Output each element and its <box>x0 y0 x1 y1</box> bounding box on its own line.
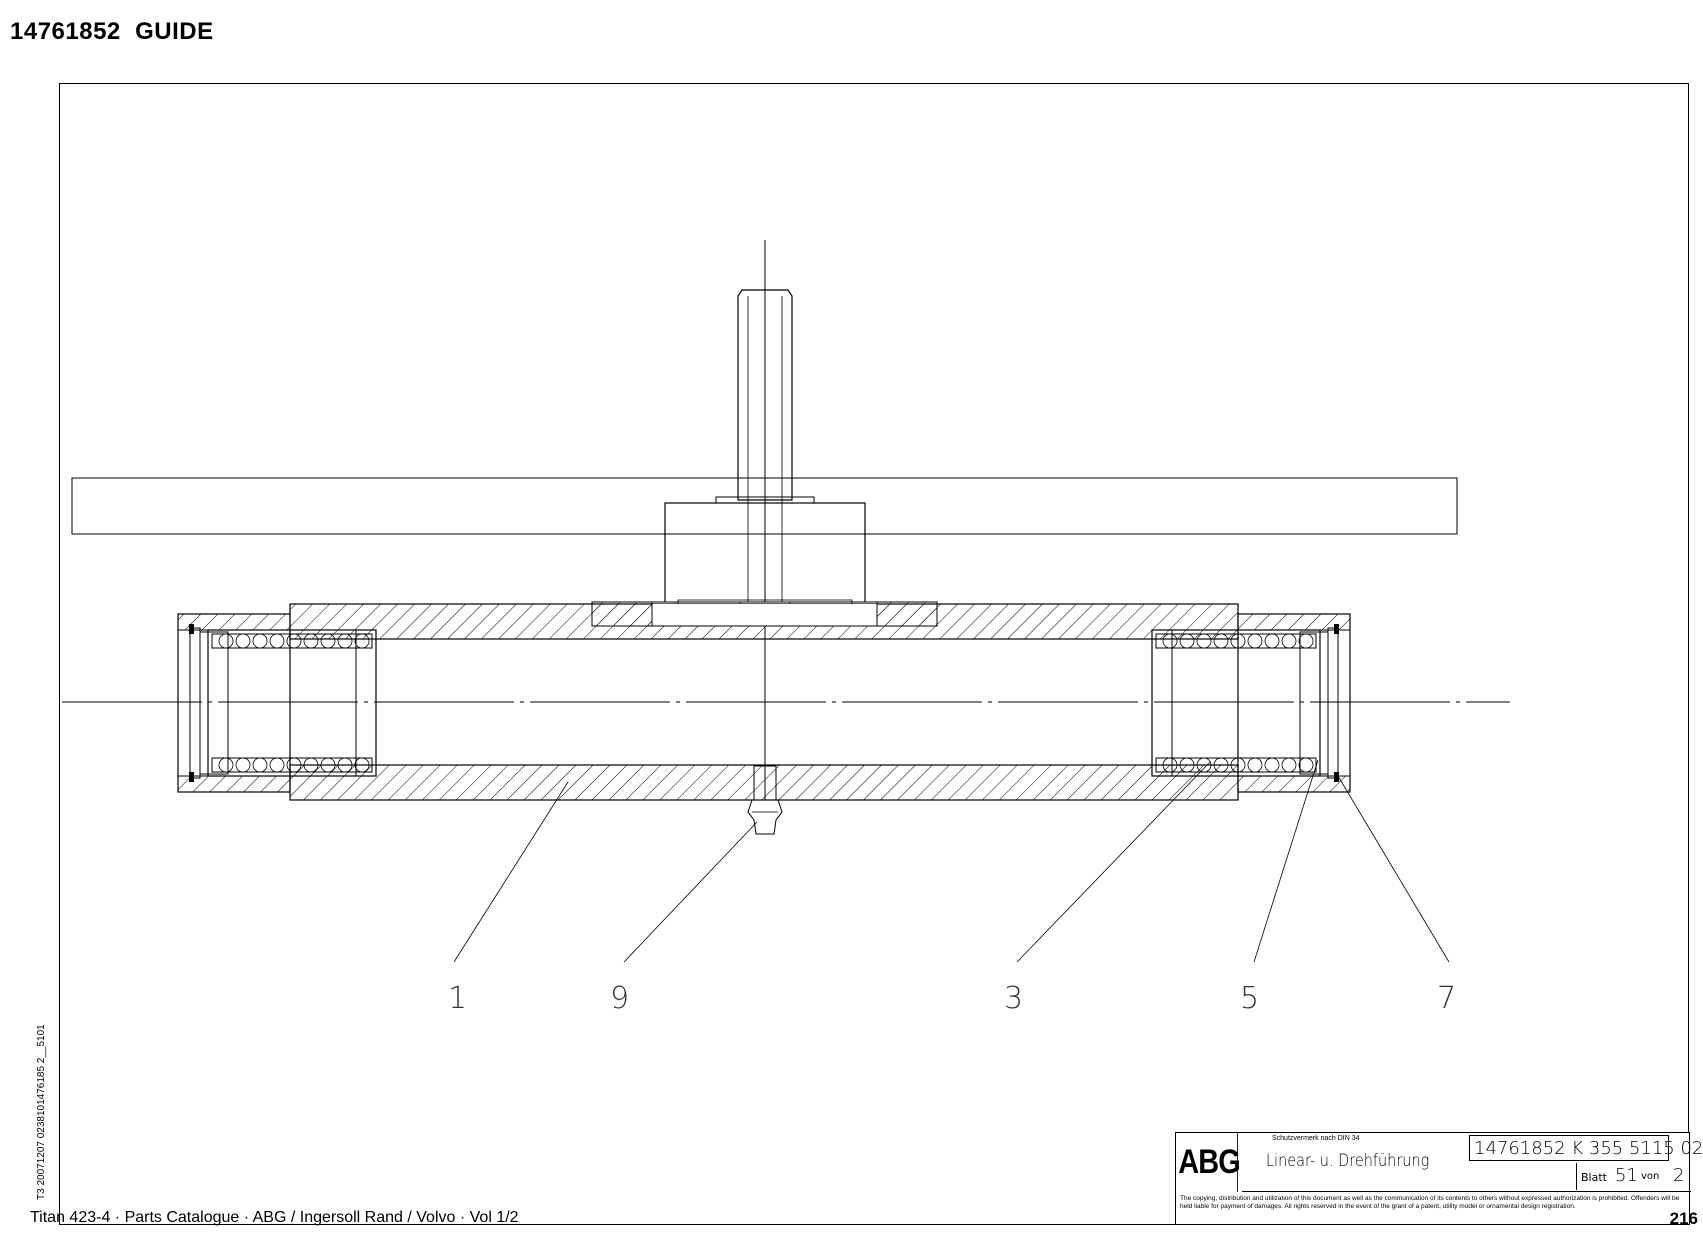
bearing-roller <box>303 757 319 773</box>
sheet-total: 2 <box>1673 1165 1685 1186</box>
bearing-roller <box>1264 633 1280 649</box>
bearing-roller <box>1196 757 1212 773</box>
leader-1 <box>453 781 569 963</box>
bearing-roller <box>1281 757 1297 773</box>
bearing-roller <box>354 757 370 773</box>
of-label: von <box>1641 1171 1660 1182</box>
bearing-roller <box>320 633 336 649</box>
abg-logo: ABG <box>1178 1133 1241 1192</box>
drawing-number: 14761852 K 355 5115 02 <box>1469 1135 1703 1161</box>
callout-7: 7 <box>1437 981 1456 1016</box>
right-bearing <box>1151 629 1321 777</box>
bearing-roller <box>286 633 302 649</box>
bearing-roller <box>354 633 370 649</box>
sheet-label: Blatt <box>1581 1171 1607 1184</box>
callout-5: 5 <box>1240 981 1259 1016</box>
bearing-roller <box>303 633 319 649</box>
callout-1: 1 <box>448 981 467 1016</box>
sheet-number: 51 <box>1615 1165 1638 1186</box>
bearing-roller <box>218 757 234 773</box>
copyright-notice: The copying, distribution and utilizatio… <box>1180 1195 1680 1210</box>
bearing-roller <box>269 757 285 773</box>
page-number: 216 <box>1669 1209 1698 1228</box>
right-retaining-ring <box>1334 624 1339 634</box>
bearing-roller <box>1281 633 1297 649</box>
bearing-roller <box>1264 757 1280 773</box>
bearing-roller <box>286 757 302 773</box>
bearing-roller <box>337 633 353 649</box>
bearing-roller <box>1247 633 1263 649</box>
bearing-roller <box>1230 633 1246 649</box>
page-title: 14761852 GUIDE <box>10 18 214 45</box>
leader-3 <box>1016 761 1211 963</box>
bearing-roller <box>1298 757 1314 773</box>
callout-3: 3 <box>1004 981 1023 1016</box>
bearing-roller <box>269 633 285 649</box>
bearing-roller <box>1196 633 1212 649</box>
bearing-roller <box>337 757 353 773</box>
callout-9: 9 <box>610 981 629 1016</box>
bearing-roller <box>320 757 336 773</box>
protection-note: Schutzvermerk nach DIN 34 <box>1272 1135 1360 1142</box>
bearing-roller <box>1298 633 1314 649</box>
bearing-roller <box>1247 757 1263 773</box>
bearing-roller <box>1213 757 1229 773</box>
left-retaining-ring <box>189 624 194 634</box>
leader-5 <box>1253 759 1319 963</box>
drawing-description: Linear- u. Drehführung <box>1266 1151 1430 1171</box>
left-bearing <box>207 629 377 777</box>
bearing-roller <box>1162 633 1178 649</box>
bearing-roller <box>252 757 268 773</box>
footer-catalogue: Titan 423-4 · Parts Catalogue · ABG / In… <box>30 1209 519 1226</box>
sheet-info: Blatt 51 von 2 <box>1576 1163 1690 1190</box>
bearing-roller <box>252 633 268 649</box>
bearing-roller <box>1179 633 1195 649</box>
bearing-roller <box>235 633 251 649</box>
bearing-roller <box>218 633 234 649</box>
leader-7 <box>1337 775 1450 963</box>
bearing-roller <box>1230 757 1246 773</box>
left-housing <box>177 613 291 793</box>
title-block-divider <box>1242 1191 1691 1192</box>
bearing-roller <box>235 757 251 773</box>
stud <box>737 289 793 501</box>
bearing-roller <box>1179 757 1195 773</box>
bearing-roller <box>1162 757 1178 773</box>
right-housing <box>1237 613 1351 793</box>
leader-9 <box>623 821 758 963</box>
tube-lower-wall <box>289 764 1239 801</box>
bearing-roller <box>1213 633 1229 649</box>
title-block: ABG Schutzvermerk nach DIN 34 Linear- u.… <box>1175 1132 1703 1225</box>
drawing-frame <box>59 83 1689 1225</box>
